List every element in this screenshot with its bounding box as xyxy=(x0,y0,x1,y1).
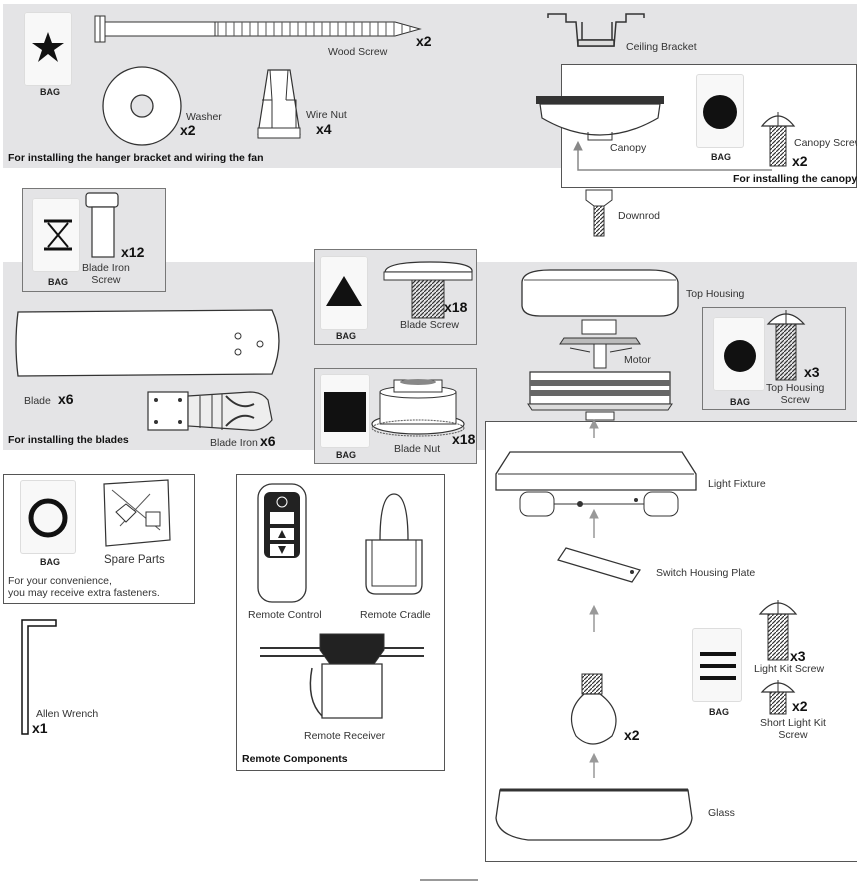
remote-receiver-icon xyxy=(260,633,424,719)
light-fixture-label: Light Fixture xyxy=(708,478,766,490)
spare-note: For your convenience, you may receive ex… xyxy=(8,575,160,599)
blade-nut-label: Blade Nut xyxy=(394,443,441,455)
blade-iron-label: Blade Iron xyxy=(210,437,258,449)
bag-label: BAG xyxy=(709,707,729,717)
wood-screw-label: Wood Screw xyxy=(328,46,388,58)
blade-screw-qty: x18 xyxy=(444,299,468,315)
top-housing-screw-qty: x3 xyxy=(804,364,820,380)
wood-screw-icon xyxy=(94,15,422,43)
remote-cradle-icon xyxy=(365,493,423,595)
canopy-caption: For installing the canopy xyxy=(733,173,857,185)
blade-screw-label: Blade Screw xyxy=(400,319,459,331)
bag-label: BAG xyxy=(336,331,356,341)
assembly-arrows xyxy=(589,418,599,778)
bag-label: BAG xyxy=(711,152,731,162)
blade-icon xyxy=(15,309,280,377)
top-housing-screw-label: Top Housing Screw xyxy=(766,382,825,406)
top-housing-icon xyxy=(521,269,679,317)
top-housing-bag-dot xyxy=(724,340,756,372)
remote-receiver-label: Remote Receiver xyxy=(304,730,386,742)
hanger-caption: For installing the hanger bracket and wi… xyxy=(8,152,264,164)
light-kit-screw-label: Light Kit Screw xyxy=(754,663,825,675)
bulb-icon xyxy=(570,673,617,745)
switch-housing-plate-label: Switch Housing Plate xyxy=(656,567,756,579)
canopy-icon xyxy=(536,96,664,141)
bag-label: BAG xyxy=(336,450,356,460)
square-icon xyxy=(324,392,366,432)
bulb-qty: x2 xyxy=(624,727,640,743)
blade-nut-qty: x18 xyxy=(452,431,476,447)
washer-label: Washer xyxy=(186,111,222,123)
remote-cradle-label: Remote Cradle xyxy=(360,609,431,621)
blade-iron-screw-icon xyxy=(85,192,119,258)
canopy-label: Canopy xyxy=(610,142,647,154)
canopy-screw-icon xyxy=(760,112,796,167)
wire-nut-icon xyxy=(257,69,301,139)
light-kit-screw-qty: x3 xyxy=(790,648,806,664)
short-light-kit-screw-icon xyxy=(760,680,796,715)
allen-wrench-label: Allen Wrench xyxy=(36,708,99,720)
light-kit-bag-stripes xyxy=(700,652,736,680)
downrod-label: Downrod xyxy=(618,210,661,222)
blade-nut-icon xyxy=(371,379,465,437)
blade-qty: x6 xyxy=(58,391,74,407)
motor-icon xyxy=(527,319,673,421)
canopy-screw-bag-dot xyxy=(703,95,737,129)
bag-label: BAG xyxy=(730,397,750,407)
bag-label: BAG xyxy=(40,557,60,567)
triangle-icon xyxy=(326,276,362,306)
blade-iron-icon xyxy=(147,391,273,431)
top-housing-screw-icon xyxy=(766,310,806,381)
blade-iron-screw-bag xyxy=(32,198,80,272)
allen-wrench-icon xyxy=(21,619,57,735)
wire-nut-label: Wire Nut xyxy=(306,109,347,121)
washer-qty: x2 xyxy=(180,122,196,138)
spare-parts-label: Spare Parts xyxy=(104,554,165,566)
top-housing-label: Top Housing xyxy=(686,288,745,300)
ceiling-bracket-icon xyxy=(547,13,645,47)
canopy-arrow xyxy=(573,140,772,171)
spare-parts-icon xyxy=(103,479,171,547)
washer-icon xyxy=(102,66,182,146)
blade-iron-qty: x6 xyxy=(260,433,276,449)
downrod-icon xyxy=(585,189,613,237)
short-light-kit-screw-qty: x2 xyxy=(792,698,808,714)
wire-nut-qty: x4 xyxy=(316,121,332,137)
light-fixture-icon xyxy=(495,451,697,517)
wood-screw-qty: x2 xyxy=(416,33,432,49)
star-icon xyxy=(32,32,64,62)
blade-screw-icon xyxy=(383,261,473,319)
ring-icon xyxy=(28,498,68,538)
light-kit-screw-icon xyxy=(758,600,798,661)
motor-label: Motor xyxy=(624,354,651,366)
hourglass-icon xyxy=(44,219,72,251)
canopy-screw-qty: x2 xyxy=(792,153,808,169)
glass-label: Glass xyxy=(708,807,735,819)
blades-caption: For installing the blades xyxy=(8,434,129,446)
bag-label: BAG xyxy=(48,277,68,287)
switch-housing-plate-icon xyxy=(557,547,641,583)
remote-control-icon xyxy=(257,483,307,603)
blade-label: Blade xyxy=(24,395,51,407)
glass-icon xyxy=(495,788,693,841)
allen-wrench-qty: x1 xyxy=(32,720,48,736)
short-light-kit-screw-label: Short Light Kit Screw xyxy=(760,717,826,741)
canopy-screw-label: Canopy Screw xyxy=(794,137,857,149)
bag-label: BAG xyxy=(40,87,60,97)
ceiling-bracket-label: Ceiling Bracket xyxy=(626,41,697,53)
blade-iron-screw-label: Blade Iron Screw xyxy=(82,262,130,286)
blade-iron-screw-qty: x12 xyxy=(121,244,145,260)
remote-caption: Remote Components xyxy=(242,753,348,765)
remote-control-label: Remote Control xyxy=(248,609,322,621)
